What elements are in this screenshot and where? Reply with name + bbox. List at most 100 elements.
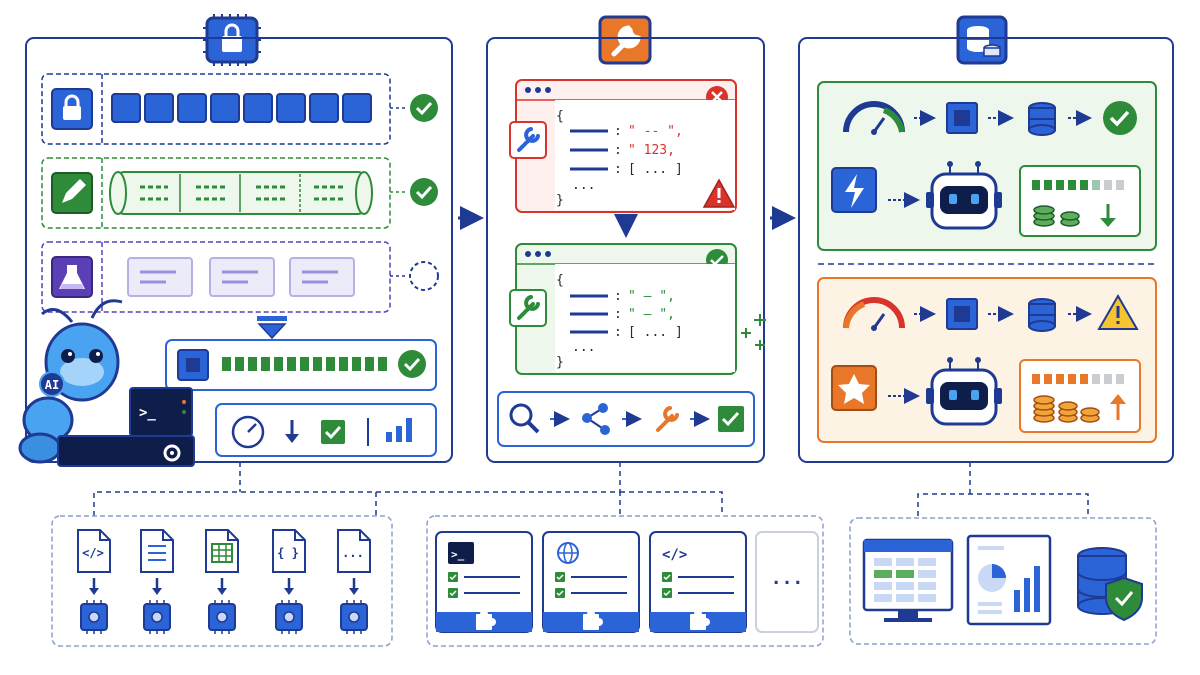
down-arrow-icon (284, 578, 294, 595)
json-close-brace: } (556, 355, 564, 370)
filter-arrow-icon (257, 316, 287, 340)
tool-card: </> (649, 531, 747, 633)
json-value-fixed: " — ", (628, 307, 675, 322)
metrics-row (215, 403, 437, 457)
text-file-icon (140, 529, 174, 573)
spreadsheet-file-icon (205, 529, 239, 573)
progress-bar (222, 357, 387, 371)
chip-icon (275, 600, 303, 634)
check-circle-icon (410, 94, 438, 122)
json-open-brace: { (556, 109, 564, 124)
tool-cards-group (426, 515, 824, 647)
svg-text::: : (614, 124, 622, 139)
graph-icon (582, 403, 610, 435)
chip-icon (340, 600, 368, 634)
json-value-broken: " 123, (628, 143, 675, 158)
repair-panel (486, 37, 765, 463)
globe-icon (557, 542, 579, 564)
chip-icon (208, 600, 236, 634)
down-arrow-icon (89, 578, 99, 595)
warning-icon (702, 178, 736, 208)
code-icon: </> (662, 547, 687, 563)
preprocess-panel (25, 37, 453, 463)
down-arrow-icon (152, 578, 162, 595)
code-file-icon: </> (77, 529, 111, 573)
json-file-icon: { } (272, 529, 306, 573)
token-block-strip (111, 93, 372, 123)
puzzle-icon (583, 610, 603, 630)
check-circle-icon (1103, 101, 1137, 135)
ai-mascot: AI (18, 299, 123, 464)
flask-icon (51, 256, 93, 298)
json-ellipsis: ... (572, 178, 595, 193)
svg-text::: : (614, 143, 622, 158)
puzzle-icon (690, 610, 710, 630)
tool-card (542, 531, 640, 633)
tool-card: >_ (435, 531, 533, 633)
chip-icon (946, 298, 978, 330)
database-icon (1028, 298, 1056, 332)
bar-chart-icon (386, 418, 412, 442)
json-close-brace: } (556, 193, 564, 208)
svg-text::: : (614, 289, 622, 304)
check-circle-icon (398, 350, 426, 378)
ai-badge: AI (45, 378, 59, 392)
speedometer-icon (843, 101, 905, 135)
pencil-icon (51, 172, 93, 214)
json-array: [ ... ] (628, 325, 683, 340)
check-circle-icon (410, 178, 438, 206)
chip-icon (177, 349, 209, 381)
monitor-table-icon (862, 538, 954, 622)
chip-icon (946, 102, 978, 134)
down-arrow-icon (1100, 204, 1116, 227)
file-label: </> (82, 546, 104, 560)
json-value-fixed: " — ", (628, 289, 675, 304)
pending-circle-icon (409, 261, 439, 291)
scroll-icon (109, 171, 373, 215)
tool-label: </> (662, 547, 687, 563)
json-ellipsis: ... (572, 340, 595, 355)
sparkle-icon (741, 314, 766, 350)
wrench-icon (509, 289, 547, 327)
robot-icon (926, 161, 1002, 230)
json-array: [ ... ] (628, 162, 683, 177)
file-label: { } (277, 546, 299, 560)
lock-row (41, 73, 391, 145)
star-chip-icon (831, 365, 877, 411)
cards-icon (127, 257, 355, 297)
secure-database-icon (1077, 547, 1143, 622)
usage-bar (1032, 180, 1124, 190)
checkbox-icon (321, 420, 345, 444)
progress-row (165, 339, 437, 391)
down-arrow-icon (217, 578, 227, 595)
test-row (41, 241, 391, 313)
coins-icon (1033, 395, 1100, 423)
edit-row (41, 157, 391, 229)
lightning-chip-icon (831, 167, 877, 213)
tool-label: >_ (451, 548, 465, 561)
coins-icon (1033, 205, 1080, 227)
down-arrow-icon (285, 420, 299, 443)
database-icon (1028, 102, 1056, 136)
wrench-badge-icon (598, 15, 652, 65)
svg-text::: : (614, 162, 622, 177)
file-label: ... (342, 546, 364, 560)
down-arrow-icon (349, 578, 359, 595)
wrench-icon (509, 121, 547, 159)
checkbox-icon (718, 406, 744, 432)
terminal-icon: >_ (448, 542, 474, 564)
more-tools-card (755, 531, 819, 633)
connector-lines (93, 462, 1089, 516)
database-badge-icon (956, 15, 1008, 65)
chip-icon (143, 600, 171, 634)
file-conversion-group (51, 515, 393, 647)
more-label: ... (771, 568, 804, 589)
json-value-broken: " -- ", (628, 124, 683, 139)
usage-bar (1032, 374, 1124, 384)
json-open-brace: { (556, 273, 564, 288)
robot-icon (926, 357, 1002, 426)
search-icon (509, 403, 540, 434)
warning-icon (1097, 293, 1139, 330)
terminal-prompt: >_ (139, 405, 156, 421)
report-chart-icon (966, 534, 1052, 626)
